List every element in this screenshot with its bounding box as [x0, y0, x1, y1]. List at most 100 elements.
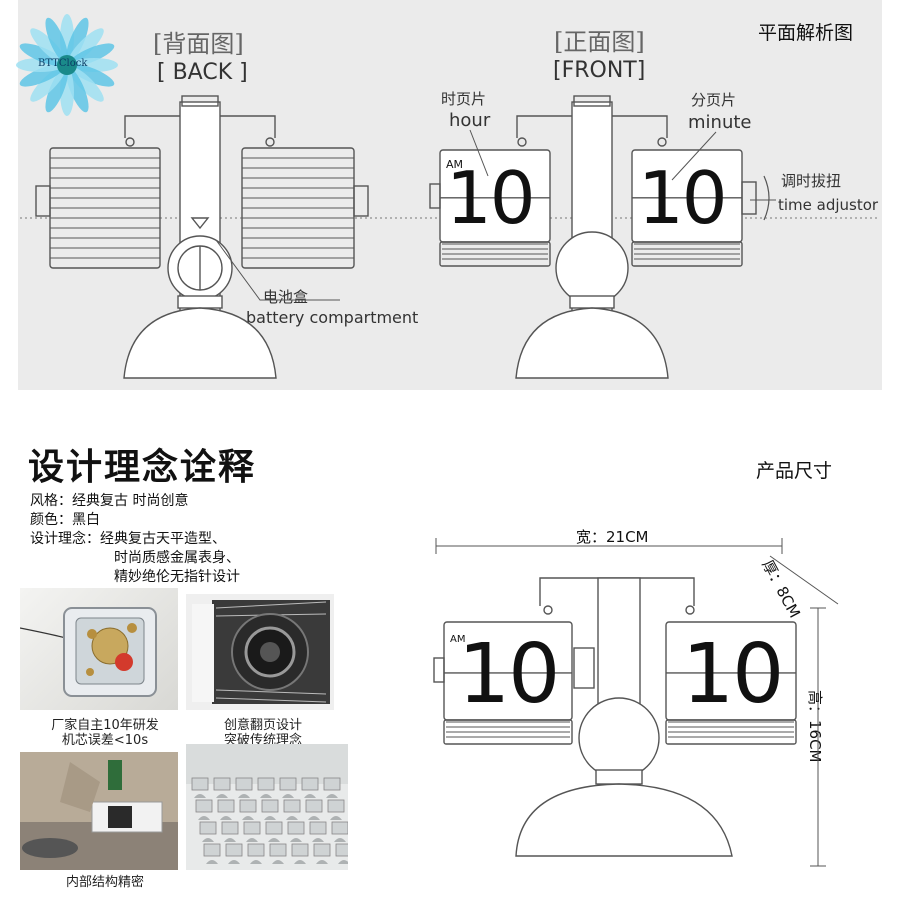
factory-clock [269, 843, 287, 864]
time-adjustor-cn-label: 调时拔扭 [781, 172, 842, 190]
factory-clock [279, 777, 297, 798]
back-stand-column-cap [181, 95, 219, 107]
size-minute-bottom-frame [665, 719, 797, 745]
hour-flap-en-label: hour [449, 110, 491, 131]
factory-clock [191, 777, 209, 798]
factory-clock [261, 799, 279, 820]
style-line: 风格：经典复古 时尚创意 [30, 493, 189, 509]
back-right-knob [353, 185, 369, 217]
back-left-knob [35, 185, 51, 217]
logo-text: BTTClock [38, 58, 88, 69]
size-left-pin [433, 657, 445, 683]
factory-clock [221, 821, 239, 842]
front-minute-digits: 10 [638, 156, 728, 240]
battery-leader-line [215, 239, 340, 301]
factory-clock [305, 799, 323, 820]
factory-clock [195, 799, 213, 820]
logo-petal [45, 17, 68, 63]
factory-clock [235, 777, 253, 798]
caption-structure: 内部结构精密 [65, 875, 144, 890]
back-view-en-label: [ BACK ] [157, 60, 248, 85]
factory-clock [239, 799, 257, 820]
size-neck [595, 769, 643, 785]
factory-clock [331, 821, 348, 842]
factory-clock [213, 777, 231, 798]
hour-leader-line [469, 129, 489, 177]
color-line: 颜色：黑白 [30, 512, 100, 528]
factory-clock [301, 777, 319, 798]
logo-petal [69, 64, 115, 87]
size-hook-right [685, 605, 695, 615]
logo-petal [45, 67, 68, 113]
front-stand-hook-left [517, 137, 527, 147]
factory-clock [323, 777, 341, 798]
panel-title: 平面解析图 [758, 22, 854, 44]
back-stand-base [123, 307, 277, 379]
factory-clock [257, 777, 275, 798]
factory-clock [291, 843, 309, 864]
width-dimension-label: 宽：21CM [576, 528, 649, 546]
factory-clock [327, 799, 345, 820]
concept-line-2: 时尚质感金属表身、 [114, 550, 240, 566]
design-title: 设计理念诠释 [28, 447, 257, 488]
front-left-pin [429, 183, 441, 209]
minute-flap-cn-label: 分页片 [691, 91, 737, 109]
factory-clock [243, 821, 261, 842]
size-hour-digits: 10 [458, 627, 560, 722]
depth-dimension-line [769, 555, 839, 605]
factory-clock [203, 843, 221, 864]
minute-flap-en-label: minute [688, 112, 752, 133]
flip-mechanism-photo [186, 594, 334, 710]
front-hour-digits: 10 [446, 156, 536, 240]
size-hook-left [543, 605, 553, 615]
factory-clock [225, 843, 243, 864]
time-adjustor-knob [741, 181, 757, 215]
caption-movement-line-1: 厂家自主10年研发 [51, 718, 159, 733]
front-stand-column-cap [573, 95, 611, 107]
caption-movement-line-2: 机芯误差<10s [61, 733, 149, 748]
logo-flower-icon [16, 14, 118, 116]
back-stand-hook-right [265, 137, 275, 147]
size-sphere [578, 697, 660, 779]
front-view-drawing [429, 95, 776, 379]
size-hour-bottom-frame [443, 719, 573, 745]
size-connector-left [573, 647, 595, 689]
size-base [515, 783, 733, 857]
caption-flip-line-1: 创意翻页设计 [223, 718, 302, 733]
factory-clock [283, 799, 301, 820]
logo-petal [66, 17, 89, 63]
size-minute-digits: 10 [682, 627, 784, 722]
size-am-label: AM [450, 634, 466, 645]
battery-en-label: battery compartment [246, 308, 419, 327]
back-stand-hook-left [125, 137, 135, 147]
front-minute-bottom-frame [631, 241, 743, 267]
front-stand-hook-right [657, 137, 667, 147]
size-title: 产品尺寸 [756, 460, 833, 482]
minute-leader-line [671, 131, 717, 181]
adjustor-rotate-arrow [763, 175, 770, 221]
factory-photo [186, 744, 348, 870]
concept-line-3: 精妙绝伦无指针设计 [114, 569, 240, 585]
factory-clock [199, 821, 217, 842]
concept-line-1: 设计理念：经典复古天平造型、 [30, 531, 226, 547]
movement-photo [20, 588, 178, 710]
back-view-drawing [20, 95, 880, 379]
back-stand-battery-arrow [190, 217, 210, 230]
factory-clock [335, 843, 348, 864]
factory-clock [313, 843, 331, 864]
factory-clock [247, 843, 265, 864]
time-adjustor-en-label: time adjustor [778, 196, 879, 214]
factory-clock [265, 821, 283, 842]
back-view-cn-label: [背面图] [153, 30, 244, 58]
front-view-en-label: [FRONT] [553, 58, 646, 83]
hour-flap-cn-label: 时页片 [441, 90, 487, 108]
factory-clock [217, 799, 235, 820]
logo-petal [19, 43, 65, 66]
front-stand-base [515, 307, 669, 379]
battery-cn-label: 电池盒 [263, 288, 309, 306]
front-hour-bottom-frame [439, 241, 551, 267]
factory-clock [309, 821, 327, 842]
front-view-cn-label: [正面图] [554, 28, 645, 56]
front-am-label: AM [446, 158, 464, 171]
